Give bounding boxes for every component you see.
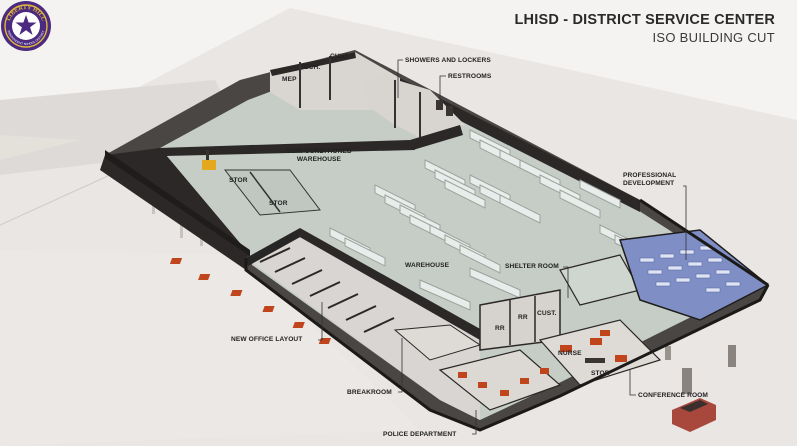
partition-wall	[158, 140, 415, 156]
stor-rooms	[223, 169, 321, 216]
police-carpets	[458, 368, 549, 396]
label-tech: TECH.	[300, 64, 321, 71]
forklift	[202, 150, 216, 170]
conference-carpets	[560, 330, 627, 362]
leader-lines	[318, 59, 687, 435]
label-rr-1: RR	[518, 314, 528, 321]
conference-table	[585, 358, 605, 363]
restroom-block	[360, 72, 465, 138]
wall-edge	[244, 258, 770, 432]
fence	[665, 346, 671, 360]
label-pd-line2: DEVELOPMENT	[623, 180, 675, 187]
site-line	[0, 174, 111, 226]
texas-star-icon	[15, 15, 37, 35]
police-department-area	[438, 349, 562, 411]
label-conference-room: CONFERENCE ROOM	[638, 392, 709, 399]
room-divider	[249, 171, 281, 213]
label-stor-3: STOR	[591, 370, 610, 377]
light-pole	[728, 345, 736, 367]
grass-strip	[0, 135, 80, 160]
partition-wall	[410, 125, 463, 150]
parking-lot	[0, 80, 245, 175]
title: LHISD - DISTRICT SERVICE CENTER	[514, 12, 775, 28]
label-warehouse: WAREHOUSE	[405, 262, 450, 269]
bollard	[180, 222, 183, 238]
nurse-conference-area	[538, 319, 662, 386]
wall-edge	[639, 198, 769, 287]
liberty-hill-isd-logo: LIBERTY HILL INDEPENDENT SCHOOL DISTRICT	[1, 1, 51, 51]
label-mep: MEP	[282, 76, 297, 83]
label-semi-conditioned-line2: WAREHOUSE	[296, 156, 342, 163]
shelving-racks	[329, 129, 651, 321]
label-restrooms: RESTROOMS	[448, 73, 492, 80]
label-breakroom: BREAKROOM	[347, 389, 392, 396]
label-police-department: POLICE DEPARTMENT	[383, 431, 457, 438]
title-block: LHISD - DISTRICT SERVICE CENTER ISO BUIL…	[514, 12, 775, 45]
label-pd-line1: PROFESSIONAL	[623, 172, 677, 179]
label-new-office-layout: NEW OFFICE LAYOUT	[231, 336, 303, 343]
fixture	[446, 106, 453, 116]
office-partitions	[259, 247, 395, 333]
west-wall-top	[105, 150, 250, 256]
label-showers-and-lockers: SHOWERS AND LOCKERS	[405, 57, 491, 64]
label-stor-1: STOR	[229, 177, 248, 184]
fixture	[436, 100, 443, 110]
office-wing-wall	[246, 228, 302, 266]
label-semi-conditioned-warehouse: SEMI CONDITIONED WAREHOUSE	[279, 148, 359, 164]
label-rr-2: RR	[495, 325, 505, 332]
label-professional-development: PROFESSIONAL DEVELOPMENT	[623, 172, 676, 188]
light-pole	[682, 368, 692, 394]
office-wing-wall	[298, 228, 482, 340]
pd-desks	[639, 245, 741, 293]
label-semi-conditioned-line1: SEMI CONDITIONED	[286, 148, 352, 155]
service-rooms-wall	[270, 52, 356, 76]
subtitle: ISO BUILDING CUT	[652, 30, 775, 45]
label-shelter-room: SHELTER ROOM	[505, 263, 559, 270]
lower-parking	[0, 250, 420, 446]
label-cust-lower: CUST.	[537, 310, 557, 317]
office-wing-floor	[246, 228, 480, 420]
label-cust-top: CUST.	[330, 53, 350, 60]
label-stor-2: STOR	[269, 200, 288, 207]
parked-car	[672, 398, 716, 432]
label-nurse: NURSE	[558, 350, 582, 357]
